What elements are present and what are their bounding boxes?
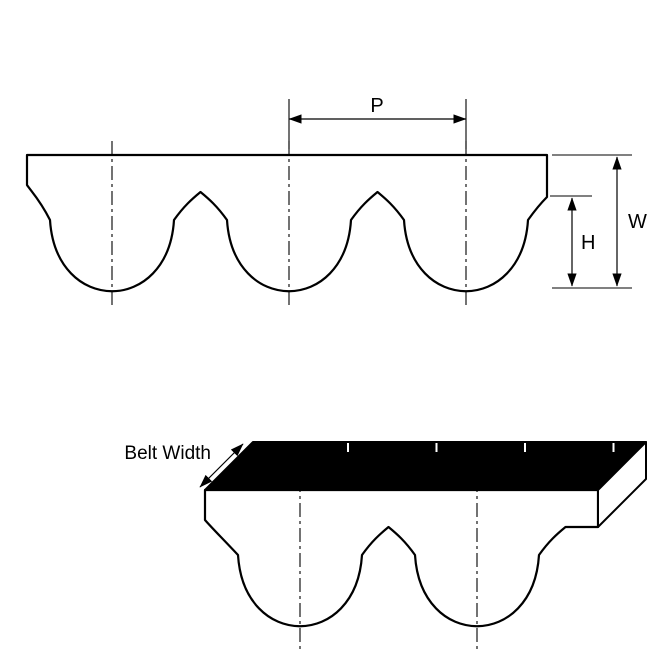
pitch-dimension: P [288,95,467,149]
belt-profile-outline [25,153,549,293]
width-dimension: W [552,154,647,289]
width-label: W [628,211,647,233]
height-dimension: H [550,195,595,287]
belt-width-callout: Belt Width [124,443,244,488]
belt-profile-section-view: P W H [25,95,647,307]
belt-top-surface [204,441,647,491]
belt-3d-front-profile [203,488,600,628]
height-label: H [581,232,595,254]
pitch-label: P [370,95,383,117]
belt-width-arrow [199,443,244,488]
belt-width-label: Belt Width [124,443,211,464]
belt-end-face [597,441,647,528]
belt-3d-view: Belt Width [124,441,647,650]
